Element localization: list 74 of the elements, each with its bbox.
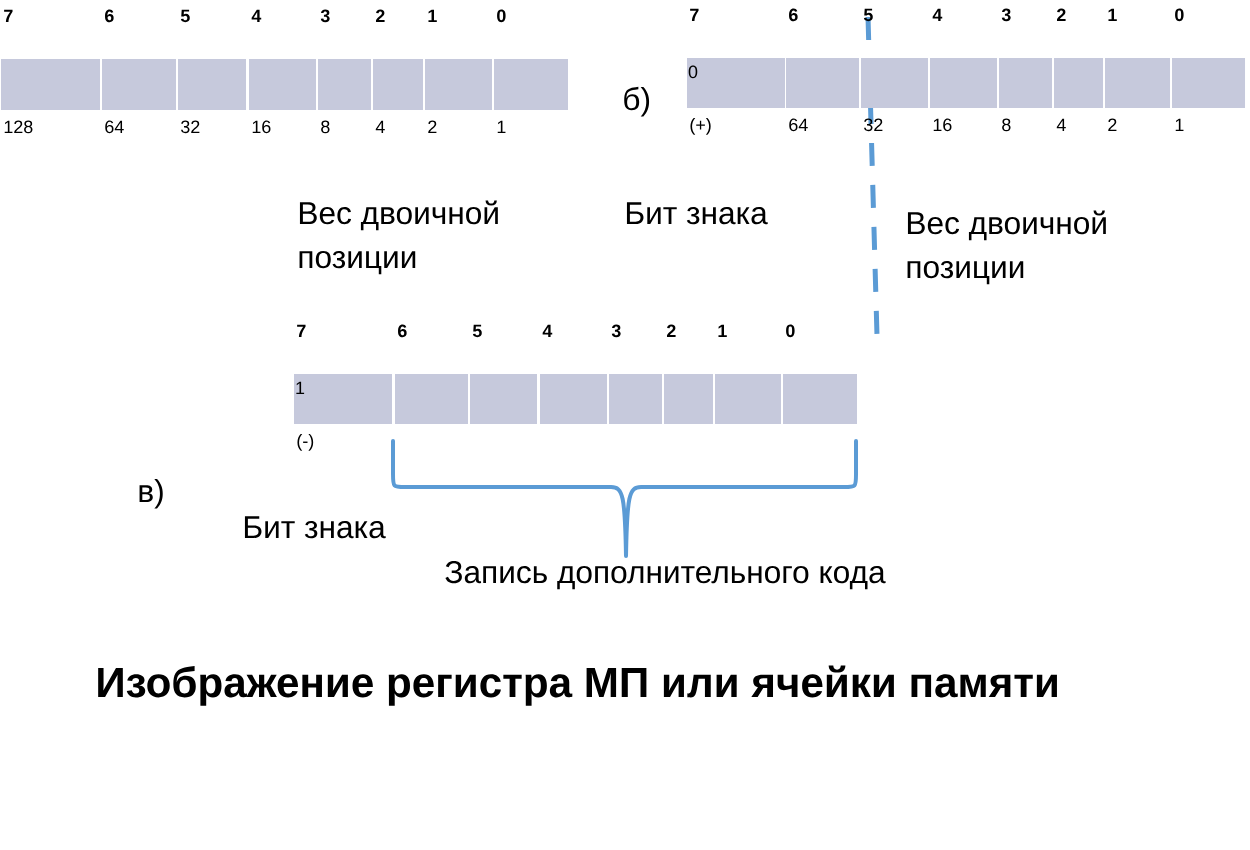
cell-caption: (+)	[690, 118, 711, 135]
bit-number: 1	[1108, 8, 1117, 21]
cell-caption: 64	[789, 118, 808, 132]
cell-caption: 128	[4, 120, 33, 134]
register-cell	[783, 374, 857, 424]
cell-caption: 2	[1108, 118, 1117, 131]
bit-number: 0	[786, 324, 795, 338]
cell-caption: 2	[428, 120, 437, 133]
register-cell	[102, 59, 176, 110]
bit-number: 1	[718, 324, 727, 337]
register-cell	[664, 374, 713, 424]
register-cell	[999, 58, 1052, 108]
register-cell	[373, 59, 423, 110]
cell-caption: 16	[252, 120, 271, 134]
register-cell	[494, 59, 568, 110]
bit-number: 3	[1001, 8, 1011, 22]
annotation-text: Бит знака	[244, 516, 386, 539]
register-cell	[1054, 58, 1103, 108]
bit-number: 2	[1057, 8, 1066, 21]
cell-caption: 8	[1002, 118, 1011, 132]
register-cell	[1, 59, 100, 110]
bit-number: 2	[667, 324, 676, 337]
register-cell: 0	[687, 58, 785, 108]
cell-caption: 32	[181, 120, 200, 134]
register-cell	[1172, 58, 1245, 108]
register-cell	[318, 59, 371, 110]
annotation-text: Запись дополнительного кода	[445, 560, 886, 590]
bit-number: 4	[932, 8, 943, 21]
bit-number: 1	[428, 9, 437, 22]
cell-caption: 64	[105, 120, 124, 134]
register-cell	[786, 58, 859, 108]
title: Изображение регистра МП или ячейки памяти	[98, 665, 1057, 706]
bit-number: 3	[320, 9, 330, 23]
annotation-text: Бит знака	[626, 202, 768, 225]
bit-number: 5	[863, 8, 873, 22]
bit-number: 4	[251, 9, 262, 22]
bit-number: 5	[472, 324, 482, 338]
bit-number: 3	[611, 324, 621, 338]
annotation-text: Вес двоичной позиции	[299, 200, 498, 275]
register-cell	[178, 59, 246, 110]
bit-number: 5	[180, 9, 190, 23]
bit-number: 7	[297, 324, 306, 337]
bit-number: 7	[4, 9, 13, 22]
cell-caption: 1	[497, 120, 506, 133]
bit-number: 0	[1175, 8, 1184, 22]
cell-caption: (-)	[297, 434, 314, 451]
cell-caption: 4	[375, 120, 385, 133]
panel-label: б)	[624, 86, 650, 117]
register-cell	[540, 374, 607, 424]
register-cell	[470, 374, 537, 424]
register-cell: 1	[294, 374, 392, 424]
panel-label: в)	[139, 479, 163, 509]
bit-number: 2	[376, 9, 385, 22]
register-cell	[609, 374, 662, 424]
bit-number: 6	[789, 8, 798, 22]
bit-number: 6	[398, 324, 407, 338]
bit-number: 0	[497, 9, 506, 23]
cell-caption: 4	[1056, 118, 1066, 131]
register-cell	[1105, 58, 1170, 108]
cell-caption: 16	[933, 118, 952, 132]
register-cell	[395, 374, 468, 424]
register-cell	[930, 58, 997, 108]
annotation-text: Вес двоичной позиции	[907, 210, 1106, 285]
register-cell	[425, 59, 492, 110]
register-cell	[715, 374, 781, 424]
bit-number: 7	[690, 8, 699, 21]
bit-number: 6	[105, 9, 114, 23]
register-cell	[249, 59, 316, 110]
cell-caption: 32	[864, 118, 883, 132]
node-label: 0	[688, 65, 698, 79]
cell-caption: 1	[1175, 118, 1184, 131]
cell-caption: 8	[321, 120, 330, 134]
bit-number: 4	[542, 324, 553, 337]
register-cell	[861, 58, 928, 108]
